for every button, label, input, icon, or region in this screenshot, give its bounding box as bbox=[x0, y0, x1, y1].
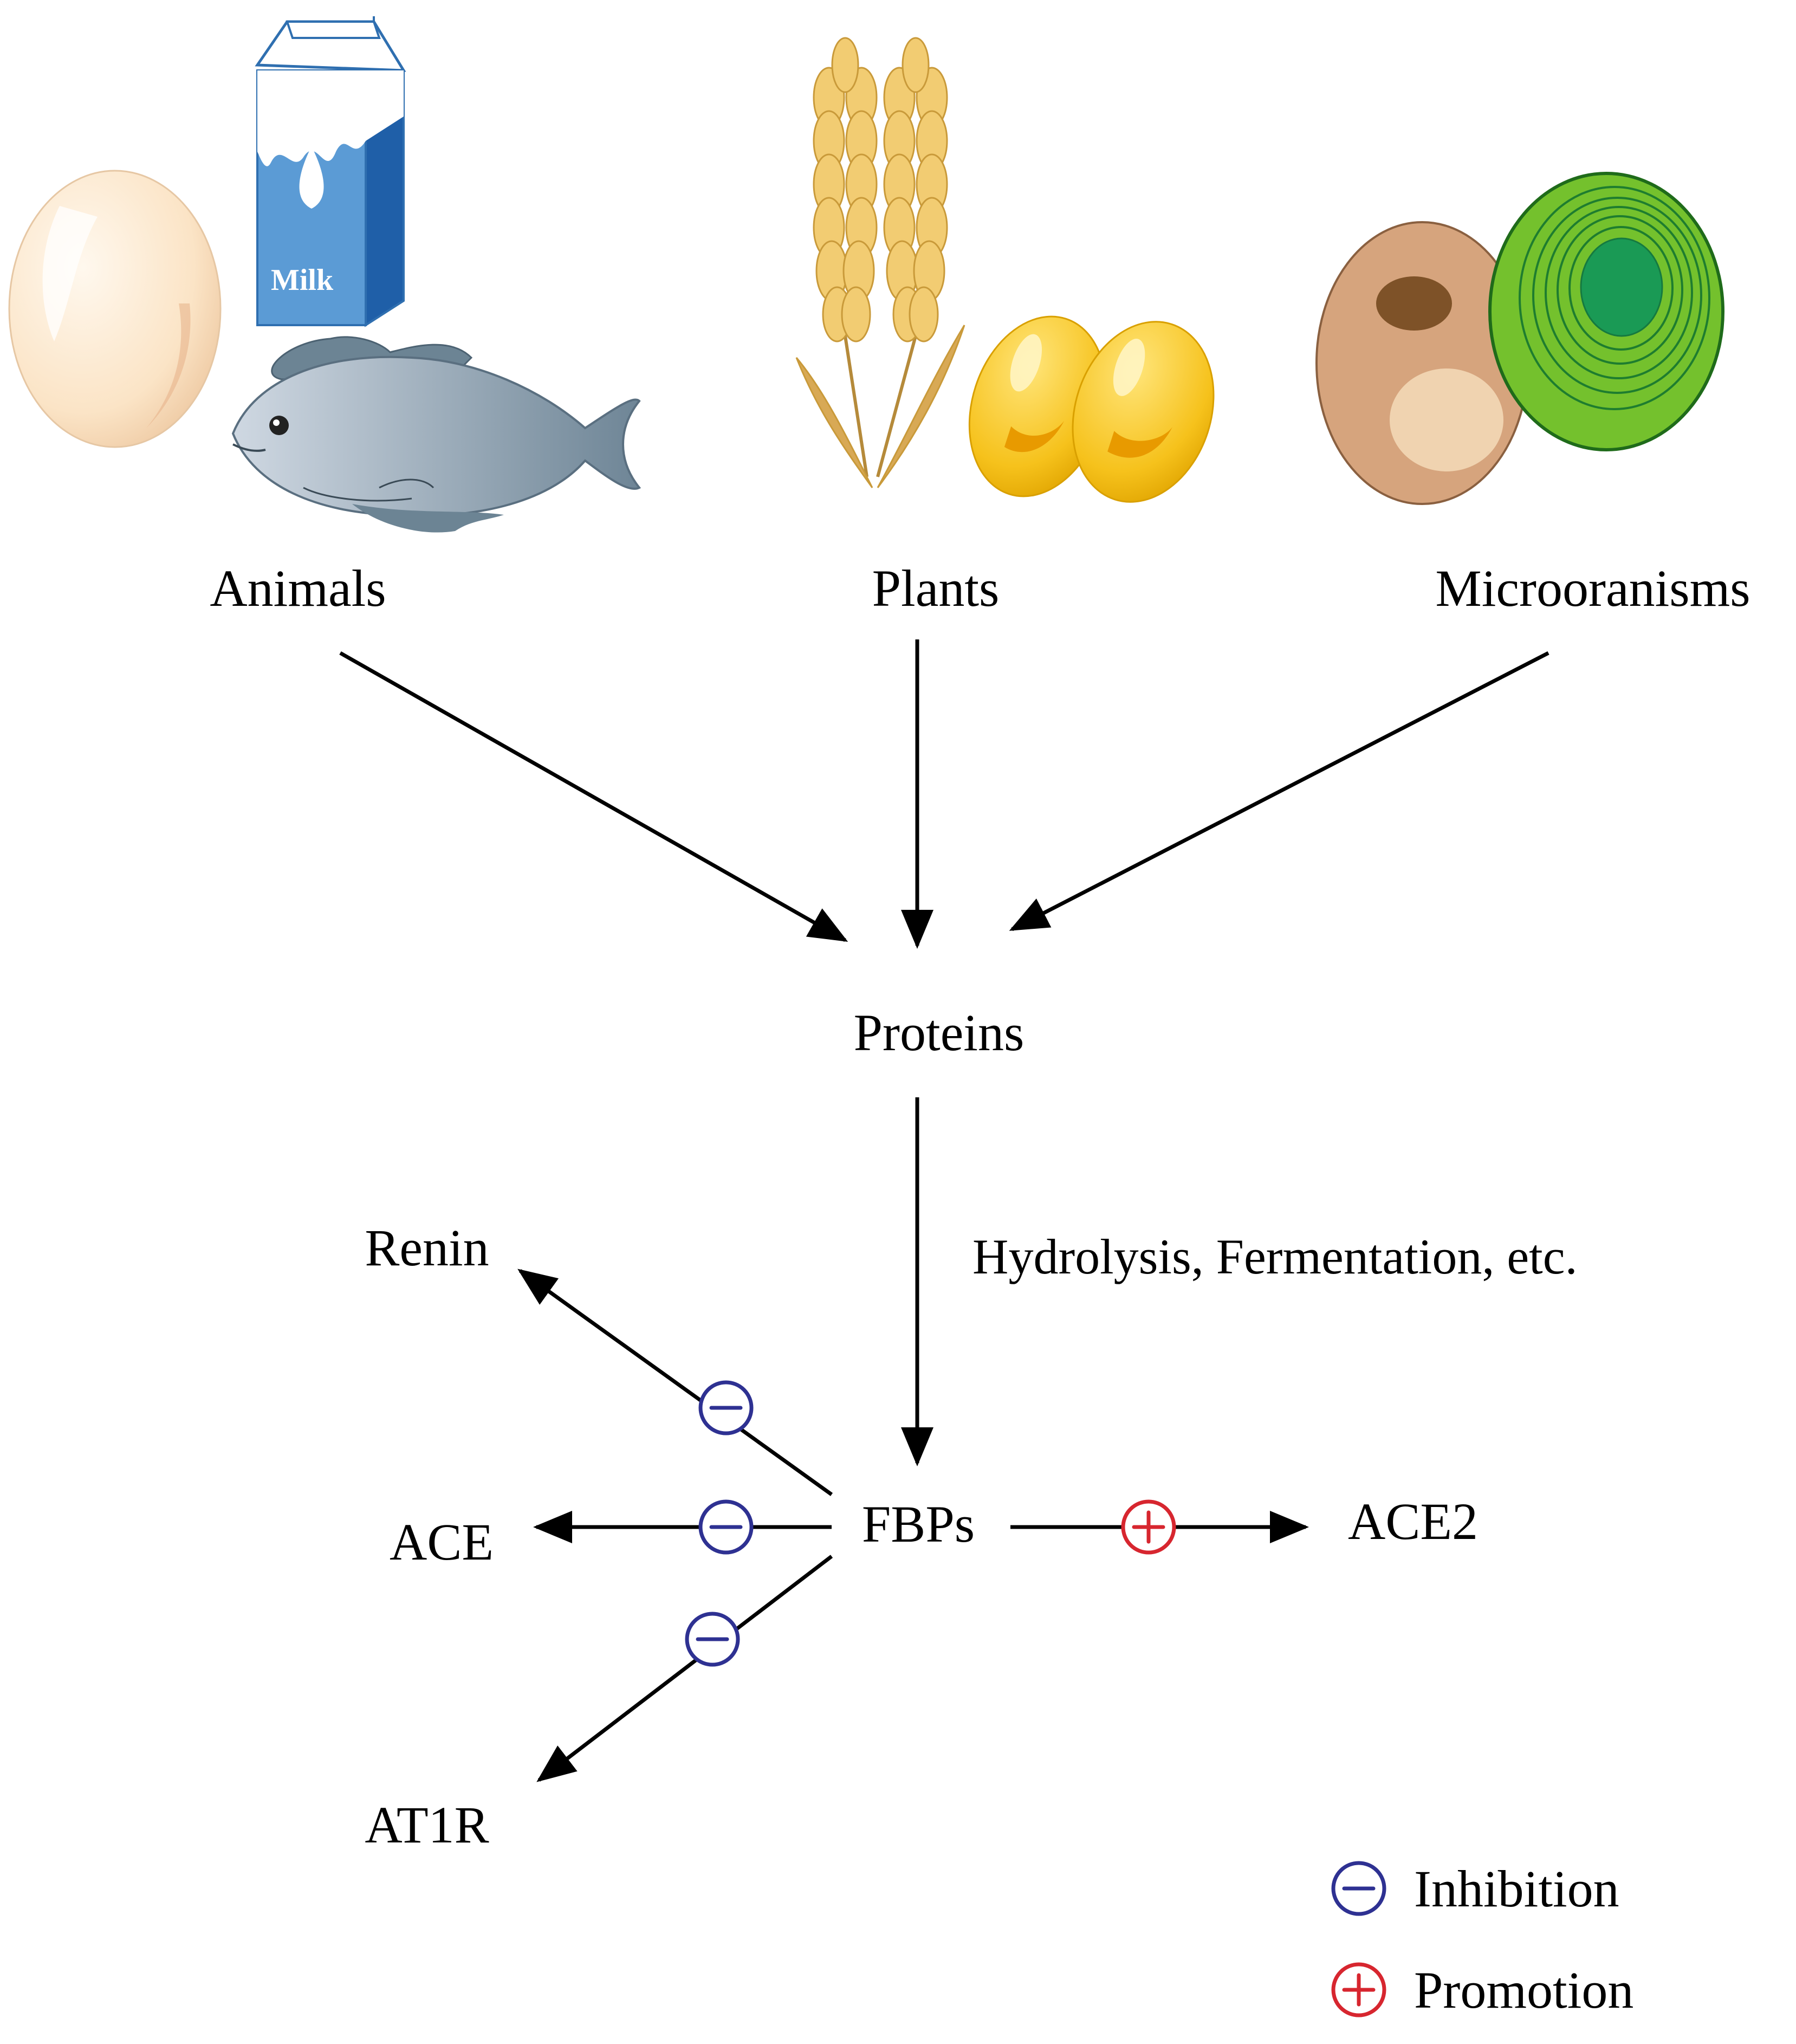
animals-illustration: Milk bbox=[8, 16, 641, 533]
fbps-label: FBPs bbox=[862, 1495, 975, 1553]
plus-circle-icon bbox=[1121, 1499, 1176, 1555]
legend: Inhibition Promotion bbox=[1331, 1860, 1633, 2019]
minus-circle-icon bbox=[685, 1612, 740, 1667]
soybean-icon bbox=[968, 315, 1215, 503]
microorganisms-illustration bbox=[1315, 172, 1724, 505]
source-label-plants: Plants bbox=[872, 559, 1000, 617]
target-label-ace2: ACE2 bbox=[1348, 1492, 1478, 1550]
plus-circle-icon bbox=[1331, 1962, 1386, 2017]
milk-carton-label: Milk bbox=[271, 263, 334, 297]
legend-inhibition-label: Inhibition bbox=[1414, 1860, 1619, 1918]
source-label-microorganisms: Microoranisms bbox=[1435, 559, 1750, 617]
legend-promotion-label: Promotion bbox=[1414, 1961, 1633, 2019]
target-label-renin: Renin bbox=[365, 1219, 489, 1277]
arrow-fbps-to-at1r bbox=[536, 1555, 833, 1782]
algae-cell-icon bbox=[1488, 172, 1724, 451]
arrow-fbps-to-renin bbox=[517, 1269, 833, 1496]
arrow-microorganisms-to-proteins bbox=[1009, 651, 1549, 932]
minus-circle-icon bbox=[1331, 1861, 1386, 1916]
source-label-animals: Animals bbox=[210, 559, 386, 617]
process-label: Hydrolysis, Fermentation, etc. bbox=[972, 1229, 1578, 1284]
target-label-ace: ACE bbox=[390, 1513, 494, 1571]
milk-carton-icon: Milk bbox=[255, 16, 406, 327]
minus-circle-icon bbox=[698, 1380, 754, 1435]
egg-icon bbox=[8, 170, 222, 448]
target-label-at1r: AT1R bbox=[365, 1796, 489, 1854]
yeast-cell-icon bbox=[1315, 221, 1529, 505]
minus-circle-icon bbox=[698, 1499, 754, 1555]
plants-illustration bbox=[795, 37, 1215, 503]
wheat-icon bbox=[795, 37, 965, 488]
fish-icon bbox=[231, 336, 641, 533]
arrow-animals-to-proteins bbox=[339, 651, 848, 942]
proteins-label: Proteins bbox=[854, 1004, 1025, 1062]
